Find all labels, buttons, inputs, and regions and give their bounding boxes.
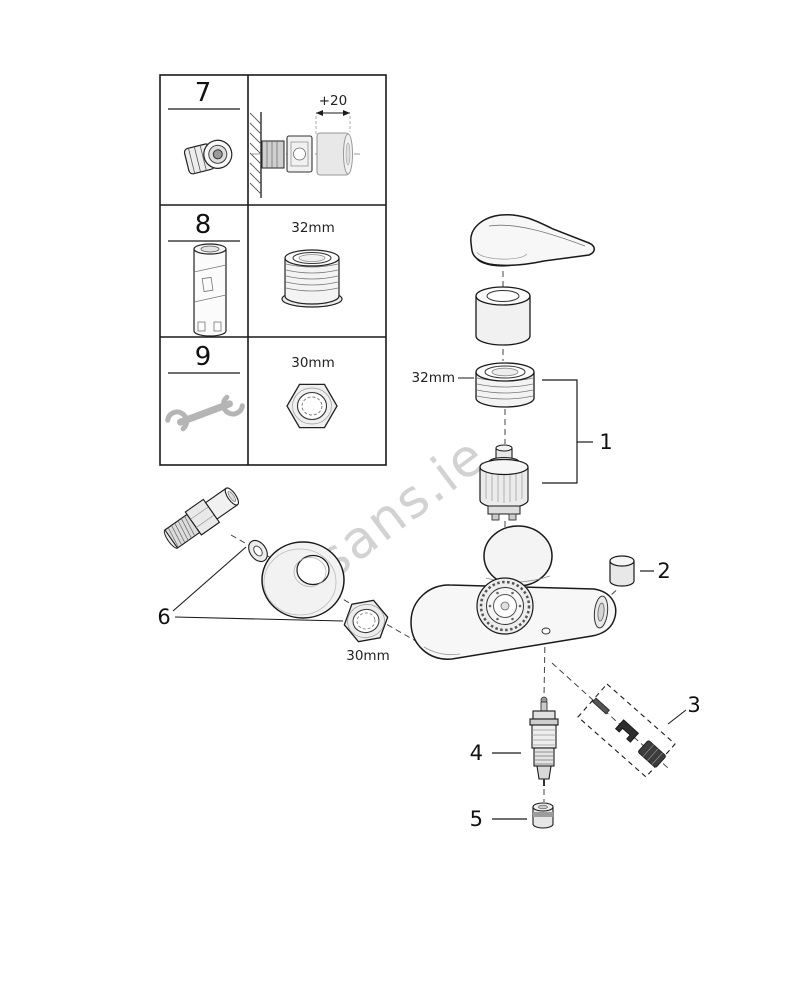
callout-1-bracket	[542, 379, 593, 484]
service-kit-box	[577, 683, 676, 778]
s-union-connector	[163, 487, 240, 549]
part-9-size-label: 30mm	[291, 355, 334, 371]
nut-dimension-label: 30mm	[346, 648, 389, 664]
part-7-number: 7	[195, 78, 212, 108]
part-8-number: 8	[195, 210, 212, 240]
mounting-flange	[476, 577, 534, 635]
handle-dome-cap	[475, 286, 531, 346]
retainer-clip	[614, 719, 640, 743]
adapter-ring-32mm-icon	[281, 249, 343, 308]
cartridge-ribs	[485, 473, 523, 503]
wall-hatching	[249, 112, 262, 195]
screw-pin	[592, 697, 610, 715]
escutcheon	[261, 541, 345, 619]
part-9-number: 9	[195, 342, 212, 372]
diverter-valve	[529, 696, 559, 786]
legend-table: 7	[159, 74, 387, 466]
check-valve	[532, 802, 554, 829]
legend-row-9: 9 30mm	[165, 342, 338, 432]
union-threads	[167, 516, 196, 548]
aerator-insert	[638, 740, 666, 768]
dimension-plus20: +20	[315, 93, 351, 134]
adapter-fitting-icon	[183, 139, 233, 175]
callout-1-label: 1	[599, 430, 612, 454]
washer	[248, 539, 268, 563]
callout-2-label: 2	[657, 559, 670, 583]
callout-5-label: 5	[470, 807, 483, 831]
diverter-ribs	[532, 729, 556, 746]
callout-6-label: 6	[157, 605, 170, 629]
callout-6-leaders	[172, 546, 344, 622]
wrench-icon	[165, 394, 245, 432]
part-8-size-label: 32mm	[291, 220, 334, 236]
diverter-threads	[534, 751, 554, 765]
dimension-plus20-label: +20	[319, 93, 348, 109]
wall-mount-illustration	[249, 112, 360, 198]
cartridge	[479, 444, 529, 521]
callout-4-label: 4	[470, 741, 483, 765]
threaded-adapter-ring	[475, 362, 535, 408]
callout-3-label: 3	[687, 693, 700, 717]
nut-30mm-icon	[286, 383, 338, 429]
plug-cap	[609, 555, 635, 587]
union-nut-30mm	[343, 599, 389, 643]
callout-3-leader	[667, 709, 687, 725]
ring-dimension-label: 32mm	[412, 370, 455, 386]
socket-tool-icon	[193, 243, 227, 337]
legend-row-8: 8 32mm	[168, 210, 343, 337]
lever-handle	[470, 213, 595, 267]
legend-row-7: 7	[168, 78, 360, 198]
faucet-body	[410, 525, 617, 660]
